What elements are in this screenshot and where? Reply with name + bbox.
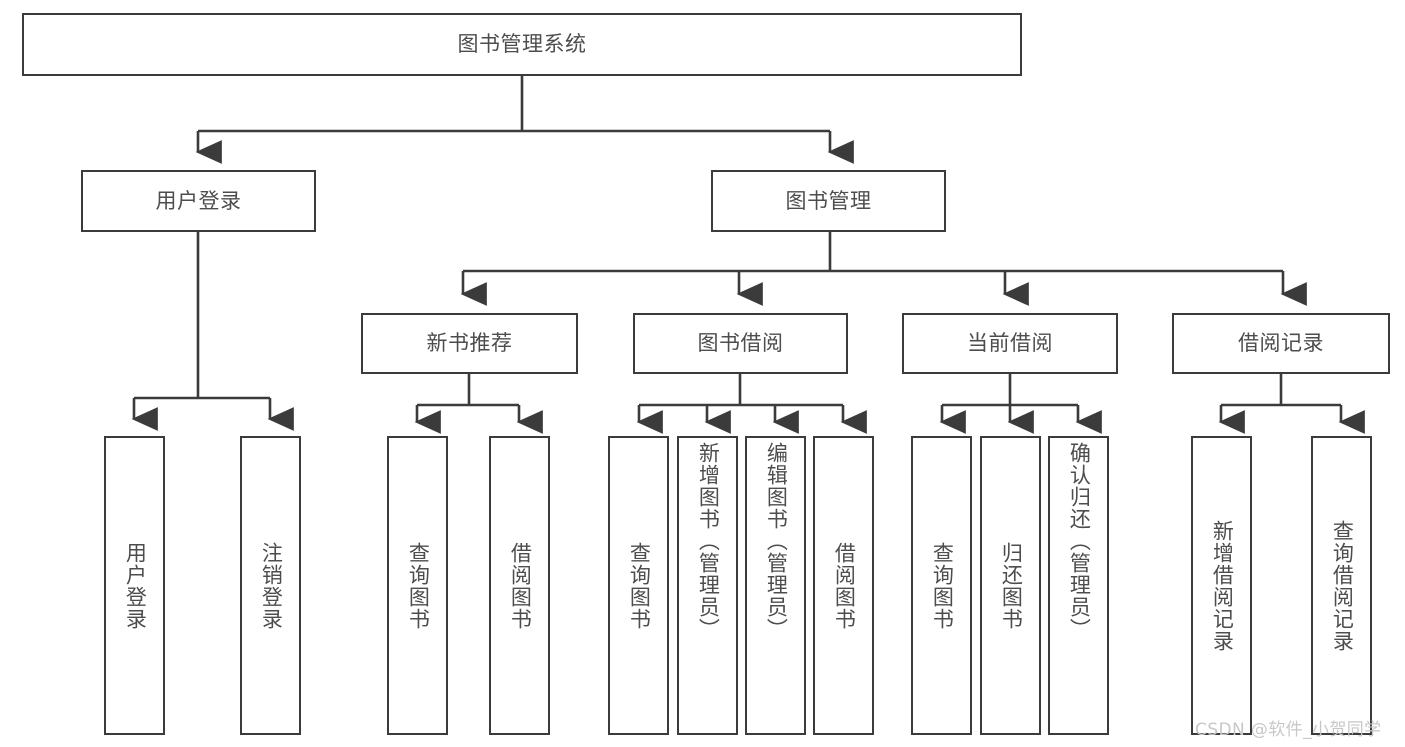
csdn-watermark: CSDN @软件_小贺同学 (1195, 720, 1382, 740)
leaf-recommend-query-book[interactable]: 查询图书 (387, 436, 448, 735)
leaf-borrow-borrow-book[interactable]: 借阅图书 (813, 436, 874, 735)
leaf-recommend-borrow-book[interactable]: 借阅图书 (489, 436, 550, 735)
node-label: 借阅记录 (1238, 331, 1324, 355)
leaf-current-return-book[interactable]: 归还图书 (980, 436, 1041, 735)
node-label: 确认归还（管理员） (1067, 442, 1092, 640)
node-user-login[interactable]: 用户登录 (81, 170, 316, 232)
node-label: 新增图书（管理员） (696, 442, 721, 640)
leaf-record-query-record[interactable]: 查询借阅记录 (1311, 436, 1372, 735)
node-label: 新书推荐 (426, 331, 513, 355)
leaf-borrow-add-book-admin[interactable]: 新增图书（管理员） (677, 436, 738, 735)
node-label: 查询图书 (406, 541, 431, 630)
node-label: 查询借阅记录 (1330, 519, 1355, 652)
node-book-borrow[interactable]: 图书借阅 (633, 313, 848, 374)
node-current-borrow[interactable]: 当前借阅 (902, 313, 1118, 374)
node-label: 图书管理 (785, 188, 872, 213)
node-new-book-recommend[interactable]: 新书推荐 (361, 313, 578, 374)
node-label: 用户登录 (123, 541, 148, 630)
leaf-current-confirm-return-admin[interactable]: 确认归还（管理员） (1048, 436, 1109, 735)
node-book-management[interactable]: 图书管理 (711, 170, 946, 232)
node-label: 借阅图书 (832, 541, 857, 630)
node-label: 用户登录 (155, 188, 242, 213)
leaf-user-login-login[interactable]: 用户登录 (104, 436, 165, 735)
node-label: 注销登录 (259, 541, 284, 630)
leaf-borrow-edit-book-admin[interactable]: 编辑图书（管理员） (745, 436, 806, 735)
node-label: 查询图书 (627, 541, 652, 630)
node-root-system[interactable]: 图书管理系统 (22, 13, 1022, 76)
node-label: 归还图书 (999, 541, 1024, 630)
node-label: 图书管理系统 (457, 32, 587, 56)
leaf-record-add-record[interactable]: 新增借阅记录 (1191, 436, 1252, 735)
leaf-current-query-book[interactable]: 查询图书 (911, 436, 972, 735)
node-label: 借阅图书 (508, 541, 533, 630)
node-label: 新增借阅记录 (1210, 519, 1235, 652)
node-label: 当前借阅 (967, 331, 1053, 355)
leaf-borrow-query-book[interactable]: 查询图书 (608, 436, 669, 735)
node-label: 图书借阅 (697, 331, 784, 355)
node-label: 编辑图书（管理员） (764, 442, 789, 640)
node-label: 查询图书 (930, 541, 955, 630)
leaf-user-login-logout[interactable]: 注销登录 (240, 436, 301, 735)
node-borrow-record[interactable]: 借阅记录 (1172, 313, 1390, 374)
